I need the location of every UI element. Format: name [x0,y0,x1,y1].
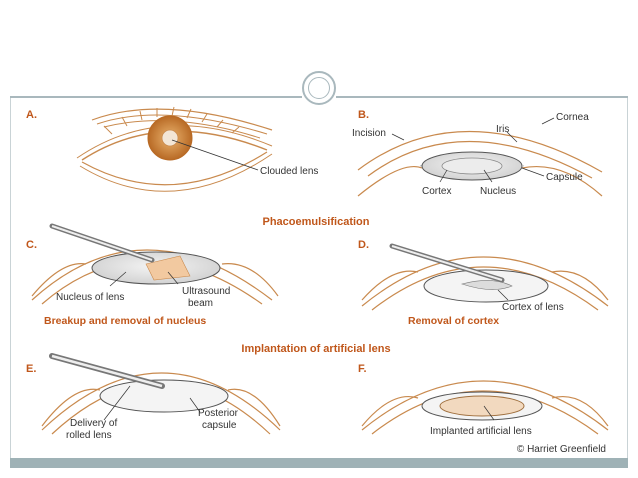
label-cornea: Cornea [556,112,589,123]
panel-d: D. Cortex of lens Removal of cortex [358,239,609,327]
panel-e-letter: E. [26,363,36,375]
bottom-band [10,458,628,468]
panel-b-letter: B. [358,109,369,121]
label-posterior: Posterior [198,408,239,419]
label-incision: Incision [352,128,386,139]
clouded-pupil [161,129,179,147]
panel-e: E. Delivery of rolled lens Posterior cap… [26,353,281,441]
heading-phacoemulsification: Phacoemulsification [263,216,370,228]
label-nucleus-of-lens: Nucleus of lens [56,292,124,303]
label-delivery: Delivery of [70,418,117,429]
label-clouded-lens: Clouded lens [260,166,318,177]
panel-f-letter: F. [358,363,367,375]
heading-implantation: Implantation of artificial lens [241,343,390,355]
credit: © Harriet Greenfield [517,444,606,455]
label-capsule: Capsule [546,172,583,183]
panel-a-letter: A. [26,109,37,121]
caption-removal-cortex: Removal of cortex [408,315,499,327]
panel-c-letter: C. [26,239,37,251]
posterior-capsule-e [99,379,229,413]
label-cortex-of-lens: Cortex of lens [502,302,564,313]
label-iris: Iris [496,124,509,135]
panel-c: C. Nucleus of lens Ultrasound beam Break… [26,223,279,327]
caption-breakup: Breakup and removal of nucleus [44,315,206,327]
panel-a: A. Clouded lens [26,106,318,192]
divider-circle-ornament [302,71,336,105]
label-capsule-e: capsule [202,420,237,431]
panel-b: B. Cornea Incision Iris Capsule Cortex N… [352,109,603,197]
label-implanted-lens: Implanted artificial lens [430,426,532,437]
label-nucleus: Nucleus [480,186,516,197]
artificial-lens [439,395,525,417]
label-ultrasound: Ultrasound [182,286,230,297]
label-cortex: Cortex [422,186,451,197]
divider-line-right [336,96,628,98]
label-rolled-lens: rolled lens [66,430,112,441]
label-beam: beam [188,298,213,309]
panel-f: F. Implanted artificial lens [358,363,609,437]
cataral-surgery-figure: A. Clouded lens B. [22,100,610,456]
panel-d-letter: D. [358,239,369,251]
divider-line-left [10,96,302,98]
